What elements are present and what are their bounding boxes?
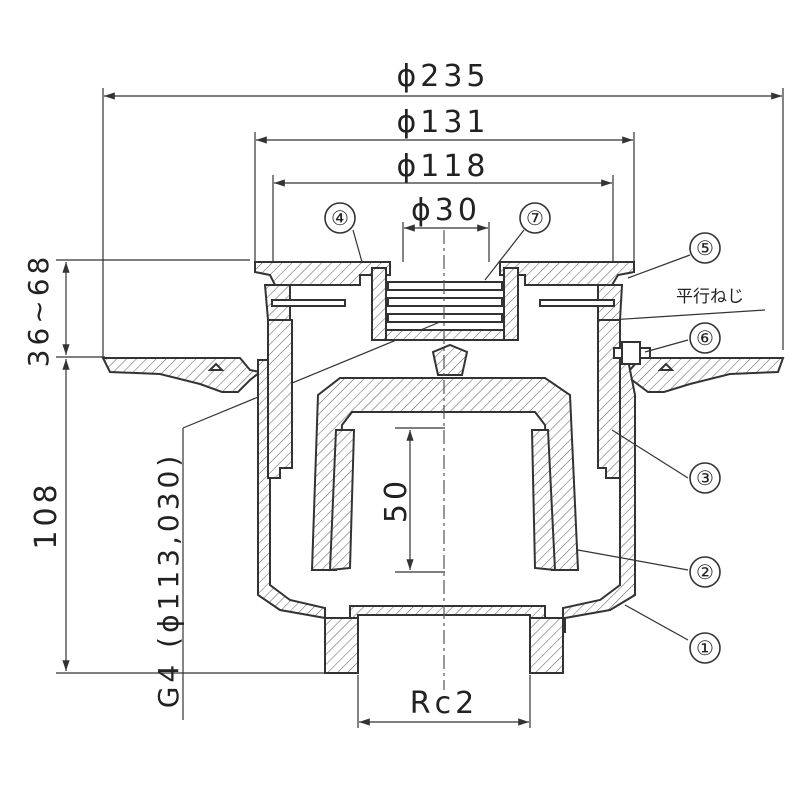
callout-leaders <box>352 229 766 641</box>
dimension-grate-diameter: ϕ118 <box>272 149 614 265</box>
trap-cup <box>310 343 580 572</box>
flange-diameter-label: ϕ131 <box>396 105 489 140</box>
callout-3-label: ③ <box>696 466 714 490</box>
outer-thread-label: G4 (ϕ113,030) <box>152 452 185 709</box>
main-body <box>257 359 636 674</box>
dimension-overall-diameter: ϕ235 <box>102 59 784 358</box>
callout-2: ② <box>689 556 721 588</box>
trap-depth-label: 50 <box>379 477 414 523</box>
set-screw <box>613 341 651 365</box>
trap-diameter-label: ϕ30 <box>411 193 481 228</box>
inner-sleeve <box>267 319 621 479</box>
trap-insert <box>371 267 519 341</box>
grate-diameter-label: ϕ118 <box>396 149 489 184</box>
callout-4: ④ <box>324 202 356 234</box>
dimension-trap-diameter: ϕ30 <box>402 193 490 262</box>
dimension-outer-thread: G4 (ϕ113,030) <box>152 321 441 720</box>
callout-2-label: ② <box>696 560 714 584</box>
dimension-trap-depth: 50 <box>379 427 445 573</box>
parallel-thread-note: 平行ねじ <box>676 287 744 307</box>
callout-6: ⑥ <box>689 322 721 354</box>
callout-1: ① <box>689 632 721 664</box>
body-height-label: 108 <box>29 480 64 549</box>
callout-4-label: ④ <box>331 206 349 230</box>
top-grate <box>254 261 635 321</box>
callout-1-label: ① <box>696 636 714 660</box>
callout-5: ⑤ <box>689 232 721 264</box>
dimension-inner-thread: Rc2 <box>357 675 531 728</box>
dimension-adjust-height: 36~68 <box>22 253 250 368</box>
dimension-body-height: 108 <box>29 359 325 674</box>
adjust-height-label: 36~68 <box>22 253 55 368</box>
callout-5-label: ⑤ <box>696 236 714 260</box>
callout-7-label: ⑦ <box>526 206 544 230</box>
callout-6-label: ⑥ <box>696 326 714 350</box>
callout-3: ③ <box>689 462 721 494</box>
callout-7: ⑦ <box>519 202 551 234</box>
floor-flange <box>101 357 785 393</box>
dimension-flange-diameter: ϕ131 <box>254 105 635 262</box>
overall-diameter-label: ϕ235 <box>396 59 489 94</box>
inner-thread-label: Rc2 <box>410 686 478 721</box>
